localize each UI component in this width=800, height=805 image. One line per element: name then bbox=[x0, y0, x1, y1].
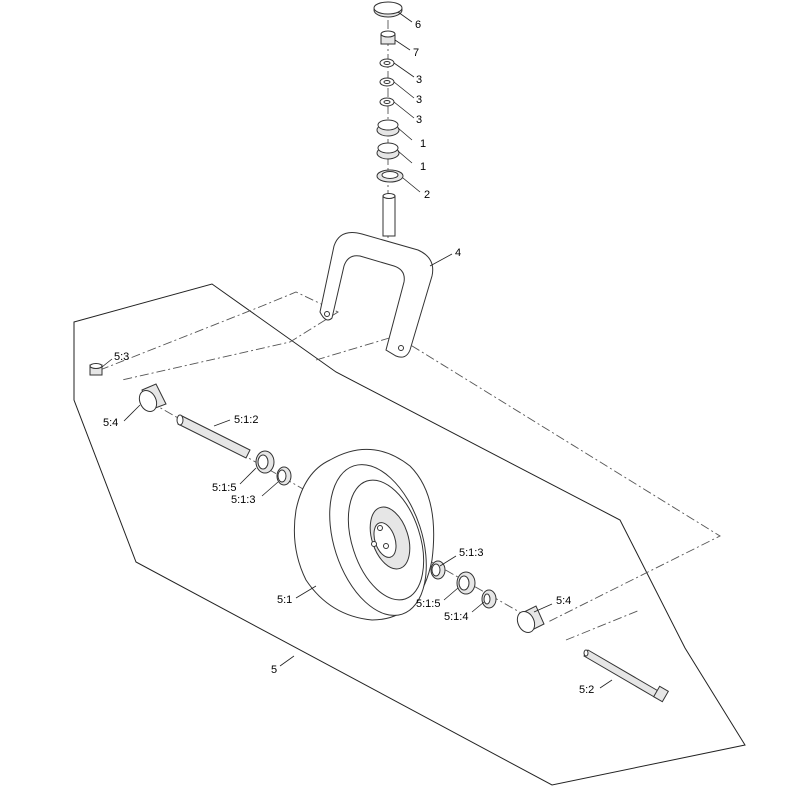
part-5-1-3-bearing-right bbox=[430, 560, 446, 580]
callout-5-1-3-left: 5:1:3 bbox=[231, 494, 255, 506]
part-5-1-5-seal-left bbox=[255, 450, 275, 474]
part-5-1-3-bearing-left bbox=[276, 466, 292, 486]
callout-5-3: 5:3 bbox=[114, 351, 129, 363]
callout-3-c: 3 bbox=[416, 114, 422, 126]
callout-5-4-left: 5:4 bbox=[103, 417, 118, 429]
callout-1-a: 1 bbox=[420, 138, 426, 150]
part-5-1-4-spacer bbox=[481, 589, 497, 609]
callout-3-b: 3 bbox=[416, 94, 422, 106]
callout-7: 7 bbox=[413, 47, 419, 59]
callout-5-1-5-right: 5:1:5 bbox=[416, 598, 440, 610]
part-3-washer-c bbox=[379, 97, 395, 107]
part-6-cap bbox=[373, 1, 403, 18]
part-3-washer-a bbox=[379, 58, 395, 68]
part-5-1-wheel bbox=[293, 448, 435, 621]
assembly-centerline-left bbox=[99, 291, 339, 381]
callout-4: 4 bbox=[455, 247, 461, 259]
part-7-nut bbox=[380, 30, 396, 45]
callout-labels: 6 7 3 3 3 1 1 2 4 5:3 5:4 5:1:2 5:1:5 5:… bbox=[103, 19, 594, 696]
callout-2: 2 bbox=[424, 189, 430, 201]
assembly-5-boundary bbox=[73, 283, 746, 786]
part-4-caster-fork bbox=[319, 193, 434, 358]
callout-5: 5 bbox=[271, 664, 277, 676]
callout-5-1-5-left: 5:1:5 bbox=[212, 482, 236, 494]
leader-lines bbox=[101, 11, 613, 689]
callout-1-b: 1 bbox=[420, 161, 426, 173]
assembly-centerline-axle bbox=[565, 609, 641, 641]
part-5-1-2-axle bbox=[176, 414, 251, 459]
callout-3-a: 3 bbox=[416, 74, 422, 86]
part-2-seal bbox=[376, 169, 404, 183]
callout-5-2: 5:2 bbox=[579, 684, 594, 696]
part-3-washer-b bbox=[379, 77, 395, 87]
part-5-3-nut bbox=[89, 363, 103, 376]
part-5-4-spacer-right bbox=[516, 605, 545, 634]
part-1-bearing-b bbox=[376, 142, 400, 160]
callout-5-1-4: 5:1:4 bbox=[444, 611, 468, 623]
part-1-bearing-a bbox=[376, 119, 400, 137]
callout-6: 6 bbox=[415, 19, 421, 31]
part-5-2-bolt bbox=[583, 649, 670, 703]
callout-5-1: 5:1 bbox=[277, 594, 292, 606]
assembly-centerline-right bbox=[315, 335, 721, 623]
part-5-1-5-seal-right bbox=[456, 571, 476, 595]
callout-5-1-3-right: 5:1:3 bbox=[459, 547, 483, 559]
part-5-4-spacer-left bbox=[138, 383, 167, 413]
callout-5-1-2: 5:1:2 bbox=[234, 414, 258, 426]
callout-5-4-right: 5:4 bbox=[556, 595, 571, 607]
